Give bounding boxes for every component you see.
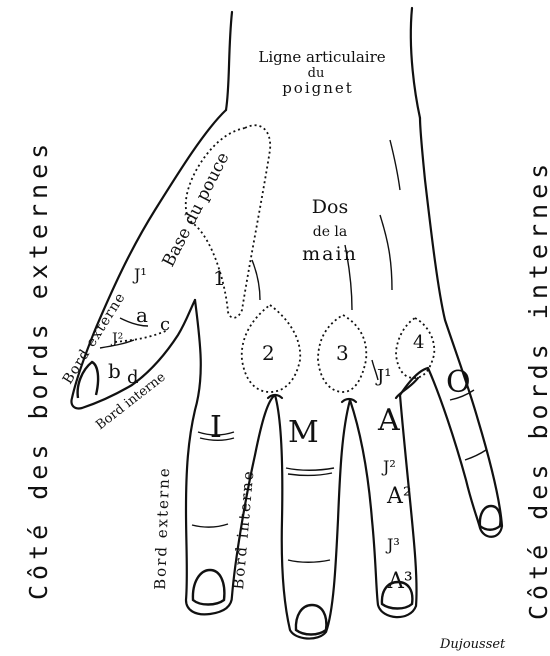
little-nail — [480, 506, 501, 530]
index-nail — [193, 570, 224, 605]
forearm-left-edge — [226, 12, 232, 110]
little-contour — [400, 118, 502, 537]
zone-3-label: 3 — [336, 341, 349, 365]
side-inner-edges-label: Côté des bords internes — [524, 159, 550, 620]
thumb-a-label: a — [136, 303, 148, 327]
zone-4-label: 4 — [413, 332, 424, 353]
ring-a2-label: A² — [386, 484, 412, 509]
wrist-crease — [390, 140, 400, 190]
middle-crease-2 — [288, 473, 332, 475]
thumb-j1-label: J¹ — [132, 265, 147, 284]
finger-ring-letter: A — [377, 403, 400, 438]
middle-nail — [296, 605, 326, 635]
back-of-hand-label-3: main — [302, 243, 358, 265]
ring-j1-label: J¹ — [375, 366, 391, 387]
thumb-j2-label: J² — [110, 331, 123, 347]
back-crease-4 — [252, 260, 260, 300]
index-inner-edge-label: Bord interne — [229, 469, 257, 591]
side-outer-edges-label: Côté des bords externes — [24, 139, 53, 600]
thumb-c-label: c — [160, 314, 170, 335]
knuckle-gap-3 — [396, 378, 418, 398]
artist-signature: Dujousset — [439, 637, 506, 652]
wrist-line-label-3: poignet — [282, 79, 354, 97]
ring-j3-label: J³ — [385, 535, 400, 554]
thumb-b-label: b — [108, 359, 121, 383]
middle-crease-3 — [288, 560, 330, 562]
back-crease-1 — [380, 215, 392, 290]
forearm-right-edge — [411, 8, 420, 118]
ring-j2-label: J² — [381, 457, 396, 476]
back-of-hand-label-1: Dos — [312, 196, 348, 218]
wrist-line-label-1: Ligne articulaire — [258, 48, 385, 66]
ring-a3-label: A³ — [387, 569, 413, 594]
index-crease-3 — [192, 524, 228, 527]
thumb-d-label: d — [127, 367, 139, 388]
finger-index-letter: I — [210, 410, 222, 445]
back-of-hand-label-2: de la — [313, 224, 348, 240]
middle-crease-1 — [286, 468, 334, 470]
finger-middle-letter: M — [288, 415, 319, 450]
index-outer-edge-label: Bord externe — [151, 466, 173, 590]
zone-2-label: 2 — [262, 341, 275, 365]
thumb-base-label: Base du pouce — [159, 149, 234, 270]
finger-little-letter: O — [446, 365, 471, 400]
little-crease-2 — [465, 450, 486, 460]
zone-1-label: 1 — [213, 266, 226, 290]
